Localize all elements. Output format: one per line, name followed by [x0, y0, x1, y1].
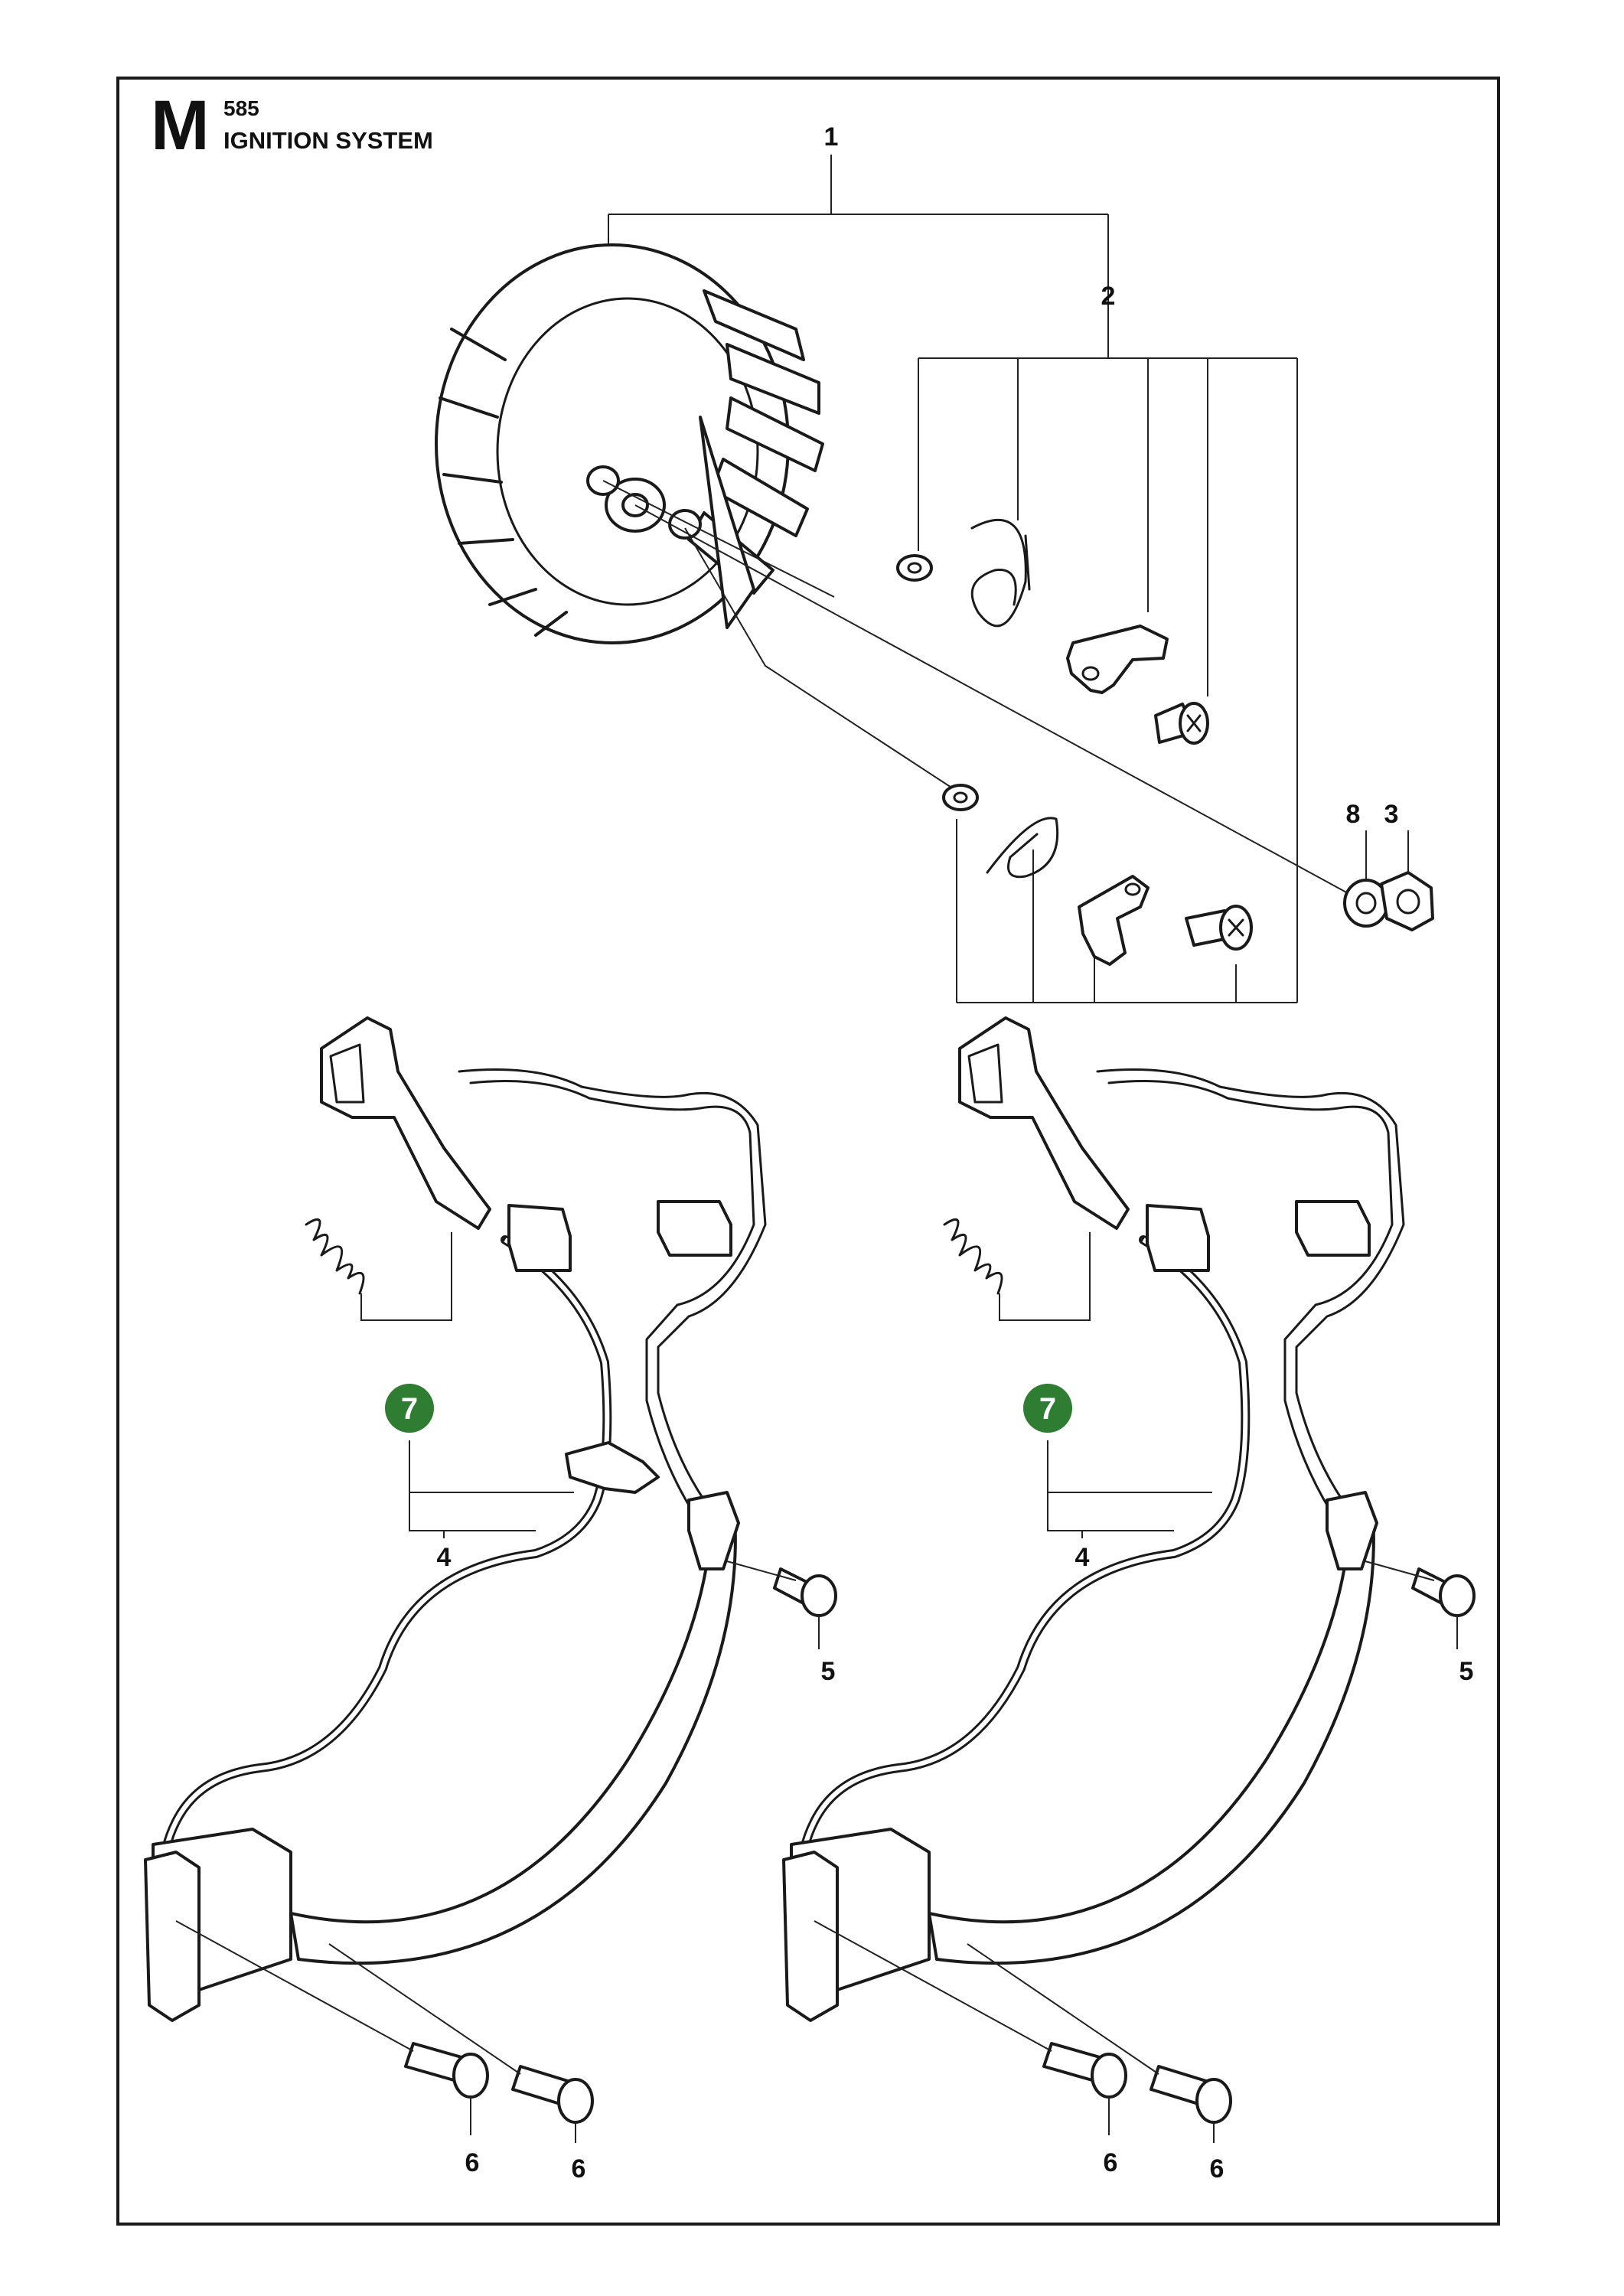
ignition-module-right: 7 4 5 6 6: [782, 1016, 1476, 2183]
callout-1: 1: [824, 122, 839, 152]
callout-8: 8: [1346, 800, 1361, 829]
washer-and-nut: [1343, 830, 1434, 931]
callout-2: 2: [1101, 282, 1116, 311]
highlight-badge-left: [385, 1384, 434, 1433]
pawl-set-lower: [942, 784, 1253, 966]
callout-3: 3: [1384, 800, 1399, 829]
pawl-set-upper: [896, 519, 1209, 745]
callout-4-left: 4: [437, 1543, 452, 1572]
callout-7-right: 7: [1039, 1392, 1056, 1426]
ignition-module-left: 7 4 5 6 6: [144, 1016, 837, 2183]
callout-7-left: 7: [401, 1392, 418, 1426]
callout-6b-left: 6: [572, 2154, 586, 2183]
callout-5-right: 5: [1459, 1657, 1474, 1686]
section-letter: M: [151, 86, 210, 165]
callout-6b-right: 6: [1210, 2154, 1225, 2183]
callout-4-right: 4: [1075, 1543, 1090, 1572]
diagram-frame: [116, 77, 1500, 2226]
callout-6a-right: 6: [1104, 2148, 1118, 2177]
flywheel: [435, 243, 824, 644]
callout-6a-left: 6: [465, 2148, 480, 2177]
section-title: IGNITION SYSTEM: [223, 127, 433, 154]
model-number: 585: [223, 96, 259, 120]
flywheel-assembly: 1 2 8 3: [435, 122, 1434, 1003]
callout-5-left: 5: [821, 1657, 836, 1686]
highlight-badge-right: [1023, 1384, 1072, 1433]
